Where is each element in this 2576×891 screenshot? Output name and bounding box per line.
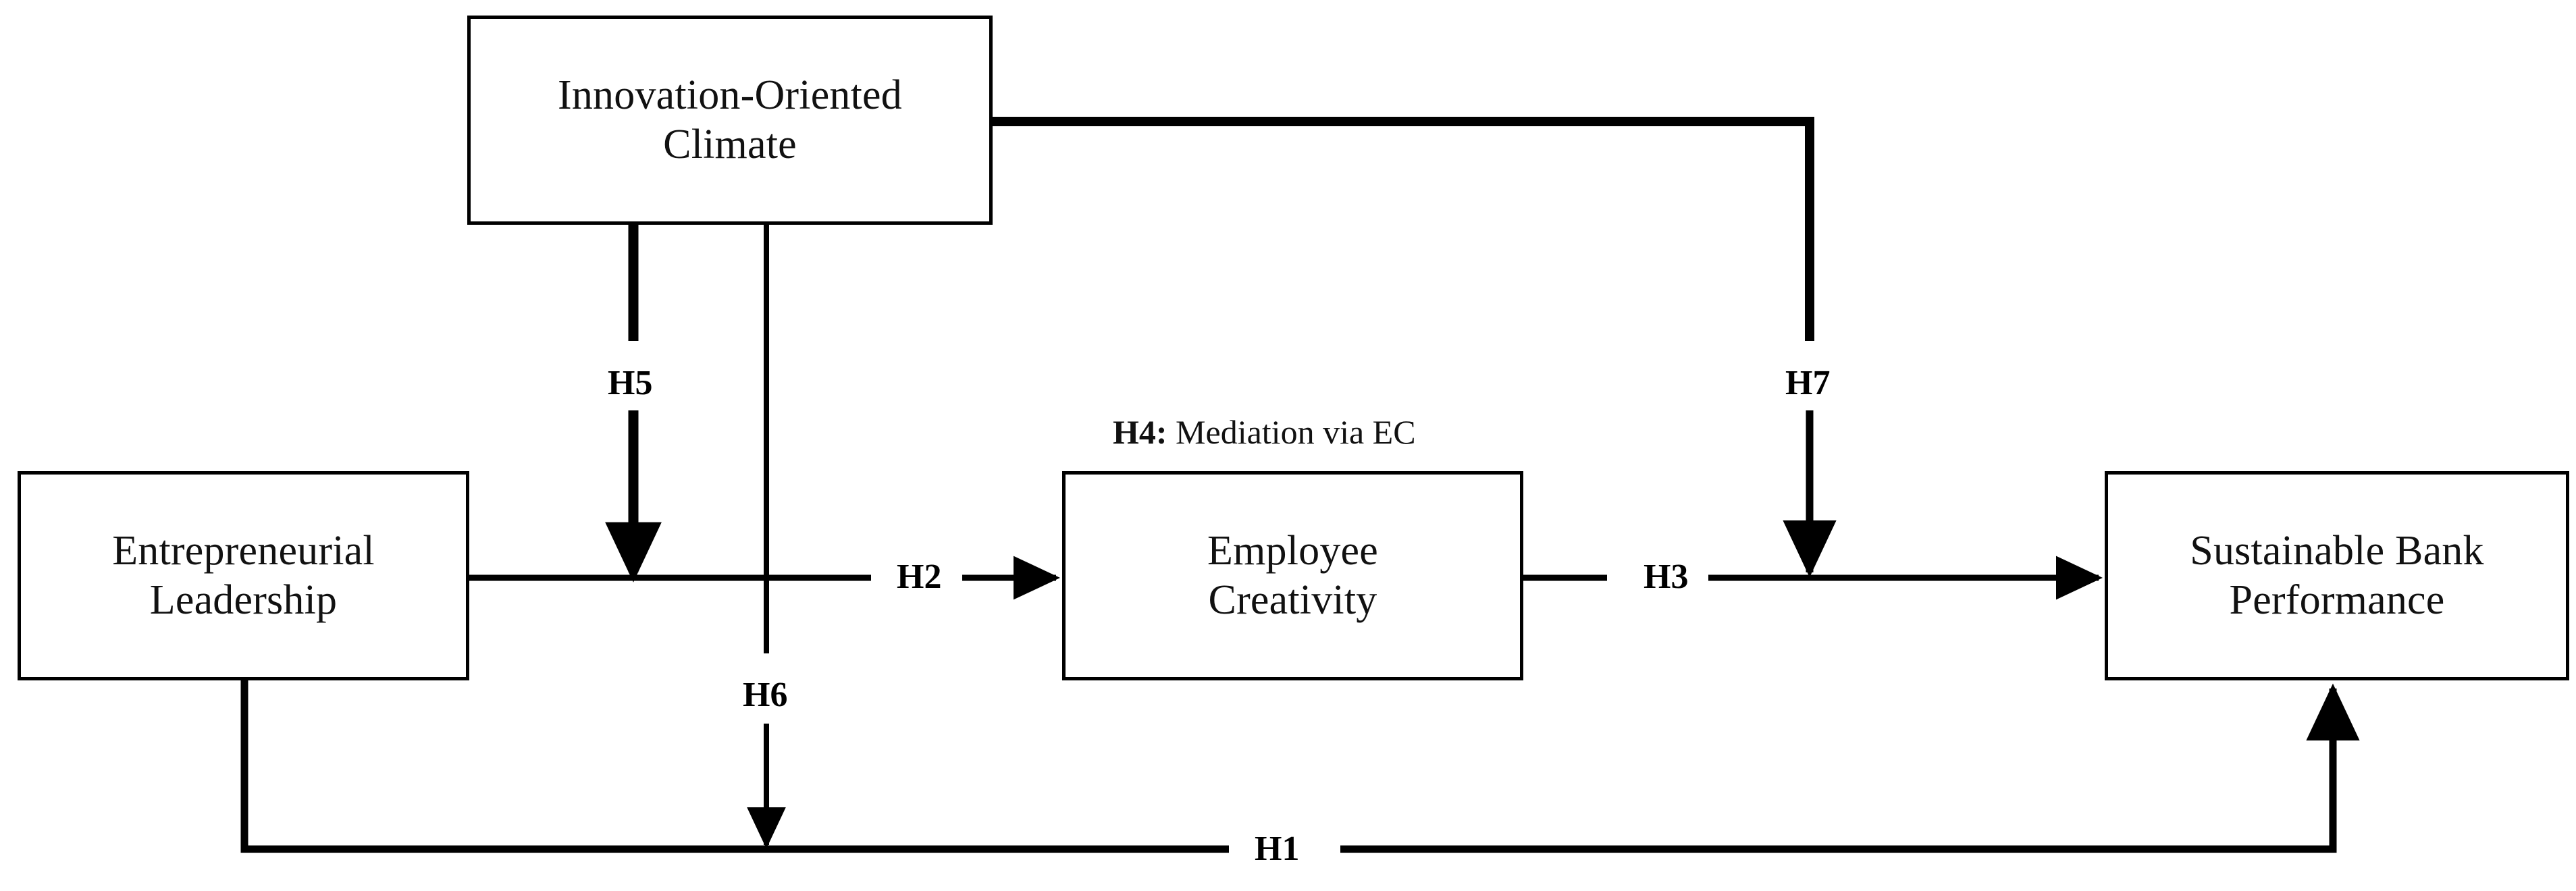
- mediation-label-h4: H4: Mediation via EC: [1107, 413, 1421, 451]
- node-innovation-oriented-climate[interactable]: Innovation-Oriented Climate: [467, 16, 993, 225]
- mediation-label-prefix: H4:: [1113, 413, 1167, 451]
- node-entrepreneurial-leadership[interactable]: Entrepreneurial Leadership: [18, 471, 469, 680]
- node-sustainable-bank-performance[interactable]: Sustainable Bank Performance: [2105, 471, 2569, 680]
- path-label-h5: H5: [601, 363, 660, 404]
- node-label-innovation-oriented-climate: Innovation-Oriented Climate: [558, 72, 902, 167]
- node-employee-creativity[interactable]: Employee Creativity: [1062, 471, 1523, 680]
- node-label-entrepreneurial-leadership: Entrepreneurial Leadership: [112, 527, 375, 623]
- node-label-employee-creativity: Employee Creativity: [1207, 527, 1378, 623]
- path-label-h7: H7: [1779, 363, 1837, 404]
- path-label-h3: H3: [1637, 557, 1696, 597]
- path-label-h1: H1: [1248, 829, 1307, 869]
- connector-h7: [993, 117, 1837, 578]
- path-label-h2: H2: [890, 557, 949, 597]
- node-label-sustainable-bank-performance: Sustainable Bank Performance: [2190, 527, 2484, 623]
- mediation-label-rest: Mediation via EC: [1167, 413, 1416, 451]
- path-label-h6: H6: [736, 675, 795, 716]
- connector-h1: [240, 680, 2360, 853]
